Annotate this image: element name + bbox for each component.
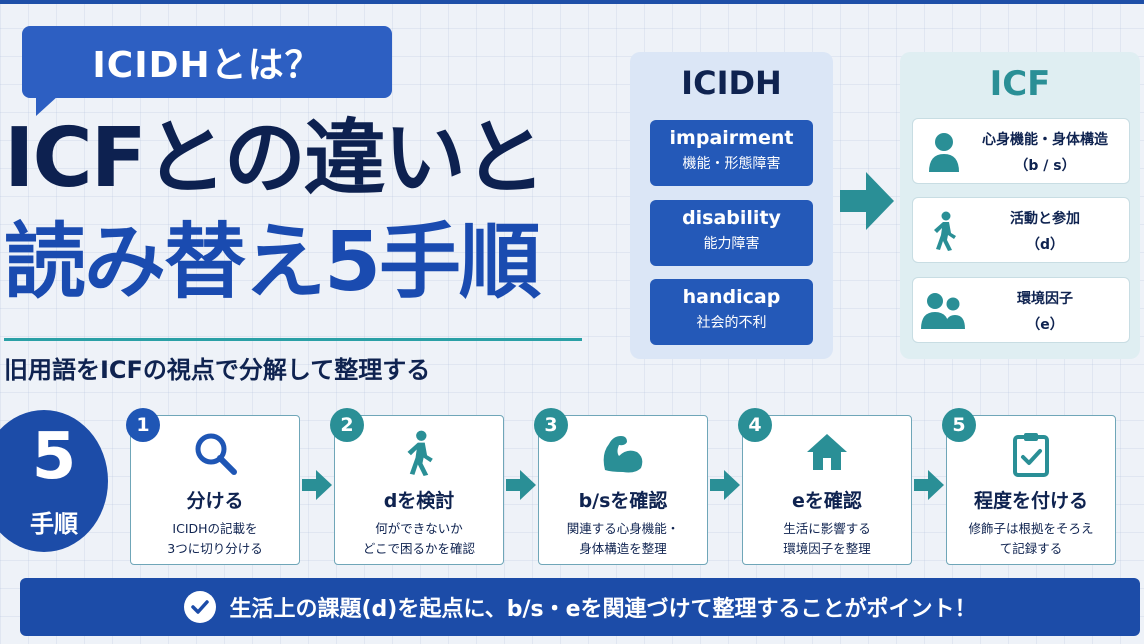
step-number-1: 1 — [126, 408, 160, 442]
step-number-5: 5 — [942, 408, 976, 442]
arrow-right-icon — [506, 470, 536, 500]
icf-item-label: 環境因子 — [1017, 291, 1073, 307]
page-title-line1: ICFとの違いと — [4, 111, 546, 206]
title-divider — [4, 338, 582, 341]
step-title: 分ける — [186, 490, 244, 512]
step-desc: 3つに切り分ける — [167, 541, 263, 556]
steps-badge-number: 5 — [31, 420, 77, 494]
step-title: dを検討 — [383, 490, 455, 512]
icidh-item-en: disability — [682, 207, 781, 229]
icidh-item-disability: disability 能力障害 — [650, 200, 813, 266]
icidh-item-impairment: impairment 機能・形態障害 — [650, 120, 813, 186]
step-card-1: 分ける ICIDHの記載を 3つに切り分ける — [130, 415, 300, 565]
step-title: b/sを確認 — [578, 490, 668, 512]
header-badge: ICIDHとは？ — [22, 26, 392, 98]
step-number-3: 3 — [534, 408, 568, 442]
icidh-panel-title: ICIDH — [681, 64, 782, 102]
step-desc: 関連する心身機能・ — [566, 521, 680, 536]
icf-item-code: （e） — [1026, 317, 1064, 333]
icidh-item-jp: 機能・形態障害 — [682, 156, 781, 172]
page-subtitle: 旧用語をICFの視点で分解して整理する — [4, 356, 431, 384]
steps-badge-label: 手順 — [30, 510, 78, 538]
step-card-5: 程度を付ける 修飾子は根拠をそろえ て記録する — [946, 415, 1116, 565]
step-desc: 生活に影響する — [783, 521, 871, 536]
step-number-4: 4 — [738, 408, 772, 442]
search-icon — [195, 433, 237, 475]
icidh-item-handicap: handicap 社会的不利 — [650, 279, 813, 345]
icf-item-body: 心身機能・身体構造 （b / s） — [912, 118, 1130, 184]
icf-item-label: 活動と参加 — [1010, 211, 1080, 227]
icf-item-code: （d） — [1025, 237, 1065, 253]
icidh-item-en: handicap — [682, 286, 781, 308]
step-desc: どこで困るかを確認 — [362, 541, 476, 556]
step-card-2: dを検討 何ができないか どこで困るかを確認 — [334, 415, 504, 565]
walking-person-icon — [407, 430, 433, 476]
step-card-4: eを確認 生活に影響する 環境因子を整理 — [742, 415, 912, 565]
check-circle-icon — [183, 591, 216, 623]
step-desc: ICIDHの記載を — [172, 521, 258, 536]
step-desc: 修飾子は根拠をそろえ — [968, 521, 1094, 536]
step-number-2: 2 — [330, 408, 364, 442]
key-point-text: 生活上の課題(d)を起点に、b/s・eを関連づけて整理することがポイント！ — [229, 597, 977, 622]
badge-tail — [36, 96, 58, 116]
icidh-item-en: impairment — [669, 127, 794, 149]
arrow-right-icon — [840, 172, 894, 230]
people-group-icon — [921, 293, 965, 329]
person-icon — [929, 133, 959, 172]
top-accent-line — [0, 0, 1144, 4]
step-desc: 環境因子を整理 — [783, 541, 871, 556]
icf-panel-title: ICF — [989, 64, 1051, 104]
steps-badge: 5 手順 — [0, 410, 108, 552]
arrow-right-icon — [302, 470, 332, 500]
muscle-arm-icon — [603, 436, 643, 473]
key-point-banner: 生活上の課題(d)を起点に、b/s・eを関連づけて整理することがポイント！ — [20, 578, 1140, 636]
step-desc: 何ができないか — [375, 521, 463, 536]
icidh-item-jp: 社会的不利 — [696, 315, 767, 331]
step-title: 程度を付ける — [973, 490, 1088, 512]
house-icon — [807, 434, 847, 470]
step-card-3: b/sを確認 関連する心身機能・ 身体構造を整理 — [538, 415, 708, 565]
step-title: eを確認 — [792, 490, 862, 512]
step-desc: 身体構造を整理 — [579, 541, 667, 556]
step-desc: て記録する — [999, 541, 1063, 556]
icf-item-code: （b / s） — [1014, 158, 1076, 174]
walking-person-icon — [934, 211, 956, 251]
icf-item-activity: 活動と参加 （d） — [912, 197, 1130, 263]
icidh-item-jp: 能力障害 — [703, 236, 760, 252]
arrow-right-icon — [914, 470, 944, 500]
clipboard-check-icon — [1013, 433, 1049, 477]
icf-item-environment: 環境因子 （e） — [912, 277, 1130, 343]
icf-item-label: 心身機能・身体構造 — [982, 132, 1108, 148]
page-title-line2: 読み替え5手順 — [4, 215, 541, 310]
arrow-right-icon — [710, 470, 740, 500]
